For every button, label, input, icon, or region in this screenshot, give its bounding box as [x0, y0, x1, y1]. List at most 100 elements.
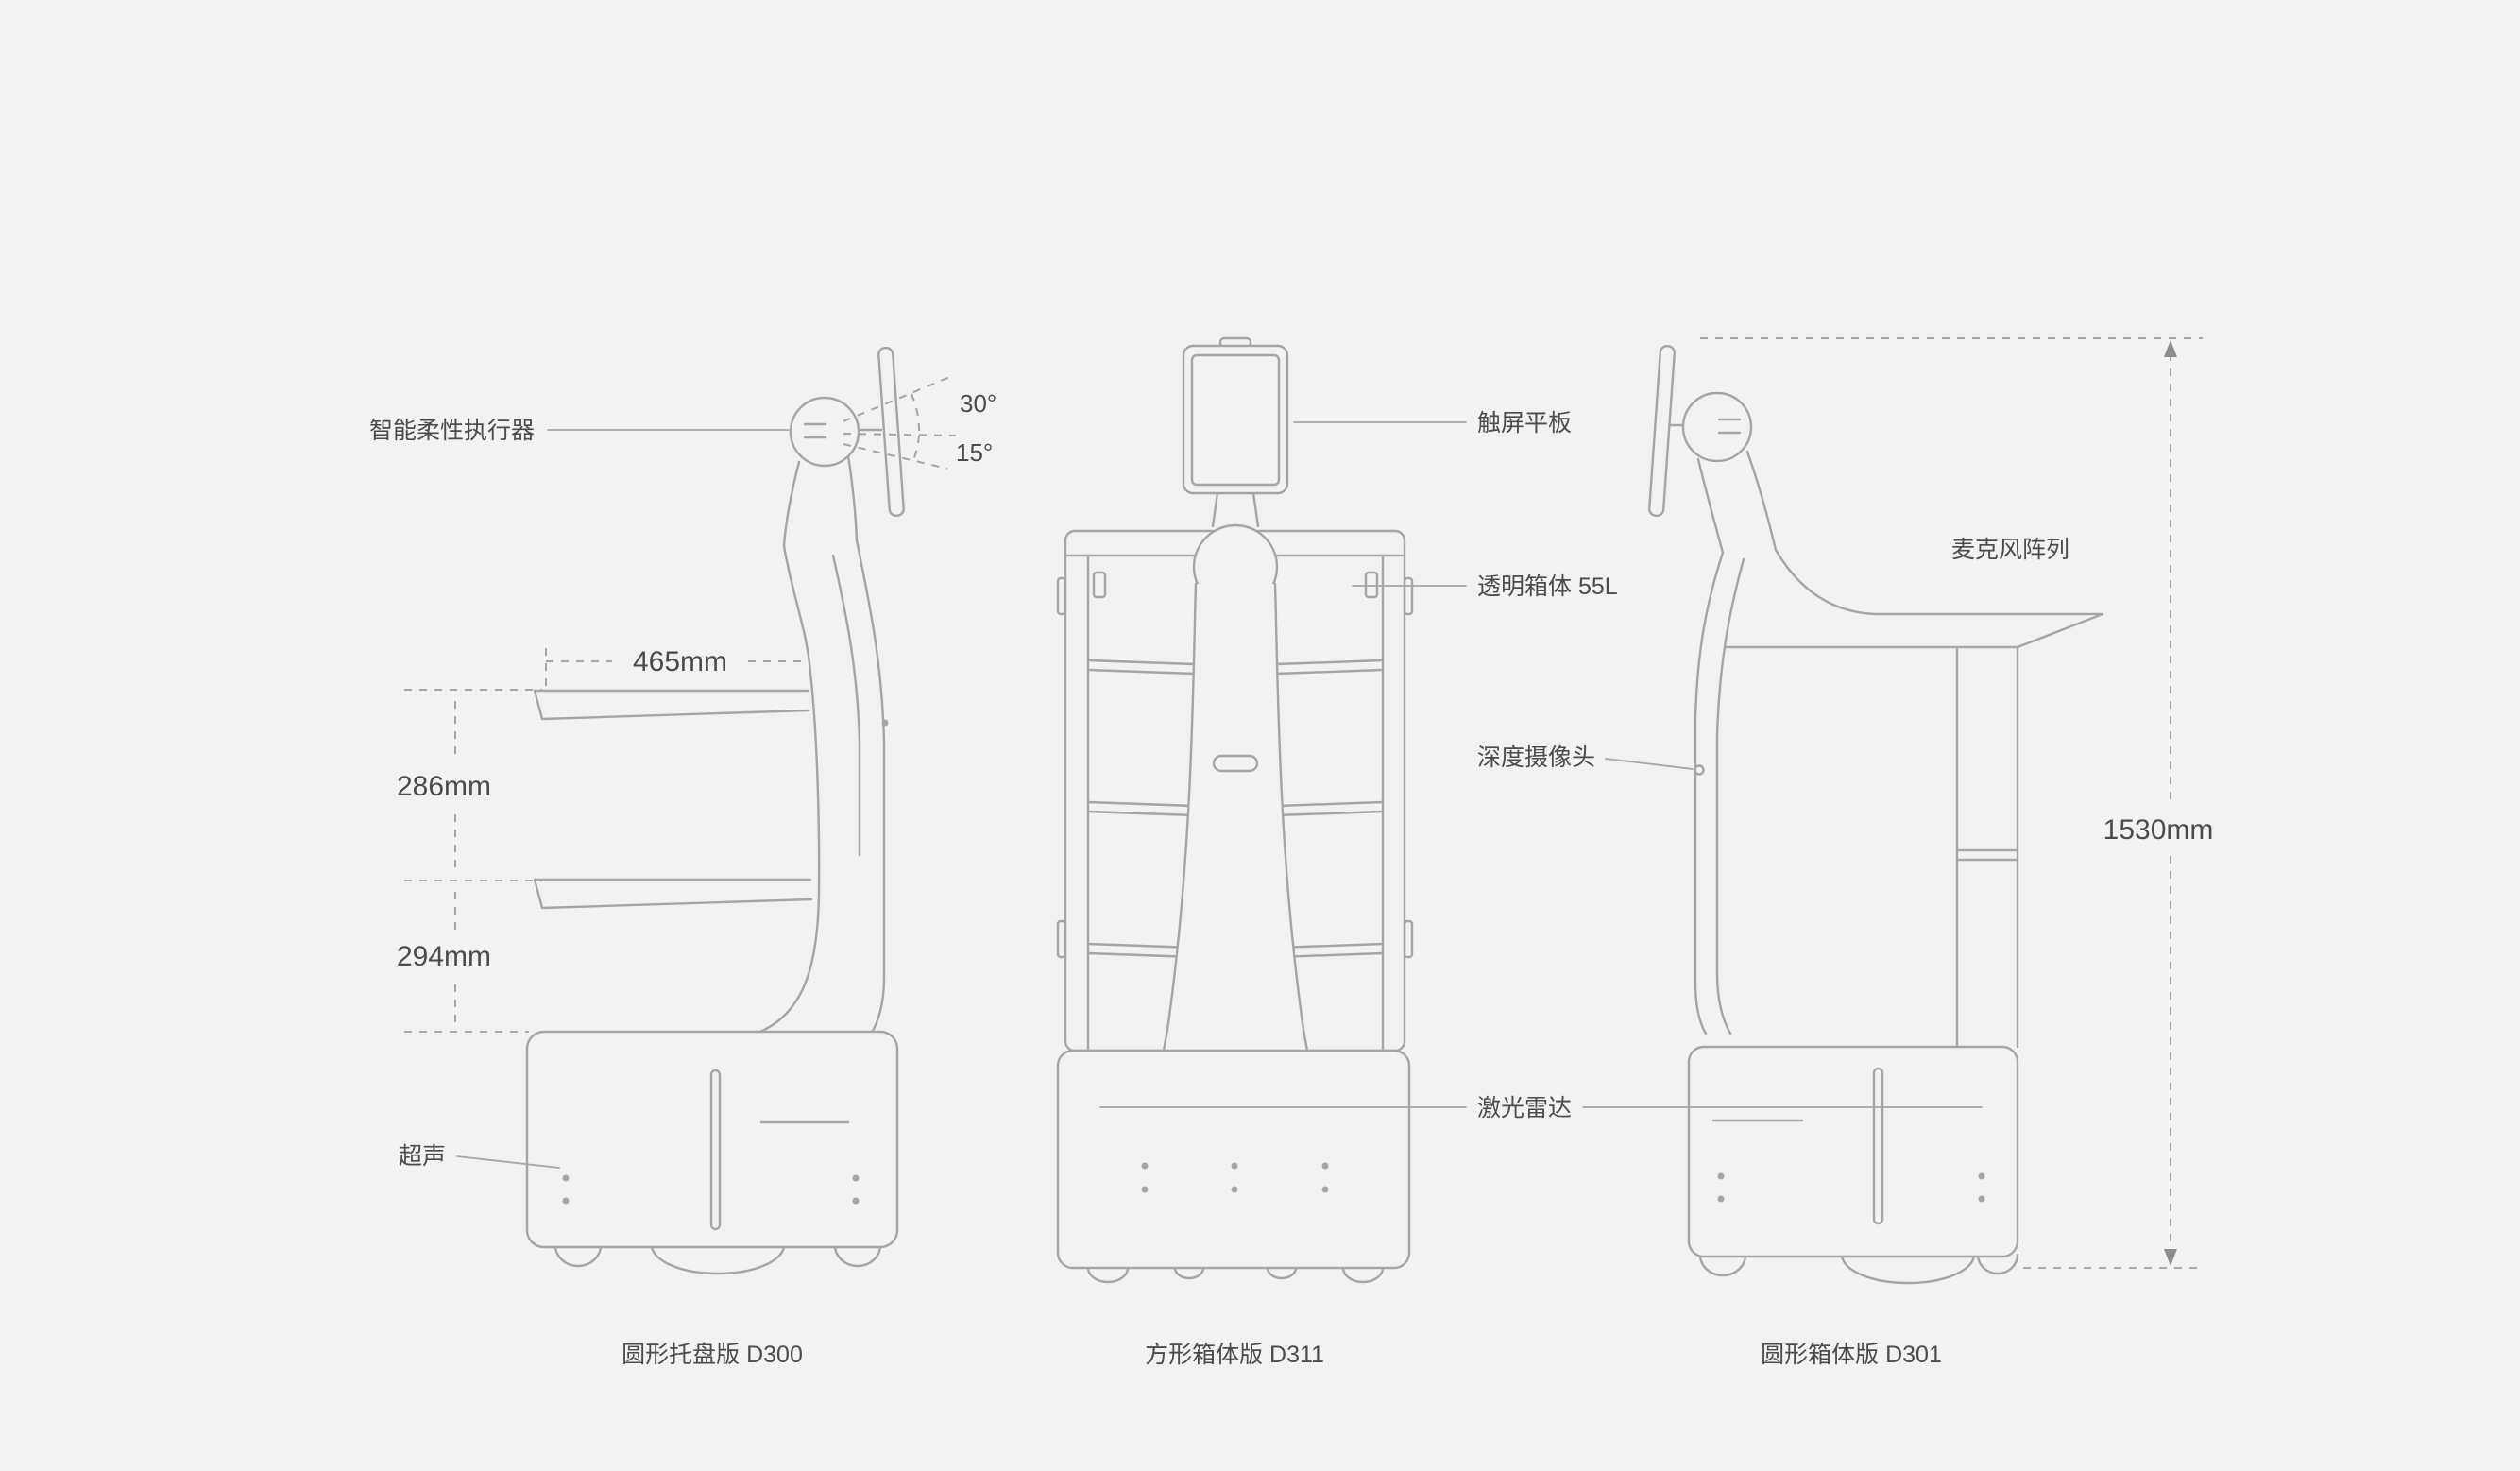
d300-tray-lower [533, 878, 813, 910]
d311-wheel [1266, 1266, 1298, 1280]
annotation-actuator: 智能柔性执行器 [369, 418, 790, 444]
tilt-30-line [843, 375, 953, 422]
d311-hinge [1403, 576, 1414, 616]
caption-d300: 圆形托盘版 D300 [621, 1342, 803, 1368]
dimension-height-1530: 1530mm [1700, 337, 2214, 1269]
d301-mast-right-edge [1745, 450, 1778, 552]
dim465-label: 465mm [633, 646, 727, 677]
d301-screen [1648, 345, 1676, 518]
d301-depth-camera [1694, 764, 1705, 776]
transparent-box-label: 透明箱体 55L [1477, 573, 1618, 600]
d300-pillar-inner-edge [831, 554, 861, 857]
d311-tablet [1182, 344, 1289, 495]
tilt-arc-lower [911, 435, 920, 464]
d311-ultrasonic-dot [1141, 1186, 1149, 1193]
d311-ultrasonic-dot [1141, 1162, 1149, 1170]
d300-joint-marks [803, 422, 827, 439]
d301-ultrasonic-dot [1978, 1195, 1985, 1203]
d300-drive-wheel [650, 1243, 786, 1275]
tilt-30-label: 30° [960, 389, 996, 418]
d300-mast-right-edge [846, 453, 859, 542]
annotation-depth-camera: 深度摄像头 [1477, 744, 1694, 771]
d311-lid-clip [1364, 571, 1379, 599]
robot-d311-drawing [1056, 336, 1414, 1284]
d311-shelf-row1 [1086, 659, 1385, 676]
d311-handle-slot [1212, 754, 1259, 773]
d300-base-slot [709, 1069, 722, 1231]
ultrasonic-leader-line [456, 1155, 560, 1169]
d311-base [1056, 1049, 1411, 1270]
d311-spine-right-edge [1273, 582, 1309, 1052]
d301-base [1687, 1045, 2019, 1258]
d311-spine-left-edge [1162, 582, 1198, 1052]
d300-mast-left-edge [782, 460, 801, 548]
lidar-label: 激光雷达 [1477, 1095, 1572, 1121]
d301-pillar-fill [1695, 553, 1744, 1047]
d301-joint-marks [1717, 418, 1742, 435]
d311-ultrasonic-dot [1321, 1186, 1329, 1193]
d311-ultrasonic-dot [1231, 1186, 1238, 1193]
depth-camera-leader-line [1605, 758, 1694, 770]
caption-d301: 圆形箱体版 D301 [1761, 1342, 1942, 1368]
d300-pillar-screw [881, 719, 889, 727]
d300-caster-rear [833, 1243, 882, 1268]
d311-ultrasonic-dot [1231, 1162, 1238, 1170]
d300-ultrasonic-dot [562, 1174, 570, 1182]
d300-ultrasonic-dot [852, 1197, 860, 1205]
d311-shelf-row3 [1086, 942, 1385, 959]
d301-base-slot [1872, 1067, 1884, 1225]
robot-d301-drawing [1648, 345, 2104, 1285]
annotation-screen-tilt: 30° 15° [843, 375, 996, 470]
tilt-15-line [843, 443, 948, 470]
d301-caster-rear [1976, 1253, 2019, 1275]
annotation-ultrasonic: 超声 [399, 1143, 560, 1170]
d311-shelf-row2 [1086, 800, 1385, 817]
d300-actuator-joint [789, 396, 860, 468]
d301-pillar-inner-edge [1715, 557, 1745, 1035]
d301-mast-left-edge [1696, 457, 1725, 555]
d311-tablet-mount [1211, 491, 1260, 528]
d300-pillar-back-edge [855, 539, 886, 1035]
annotation-touchscreen: 触屏平板 [1293, 410, 1572, 436]
d301-ultrasonic-dot [1978, 1172, 1985, 1180]
annotation-lidar: 激光雷达 [1099, 1095, 1983, 1121]
d311-wheel [1086, 1266, 1130, 1284]
caption-d311: 方形箱体版 D311 [1145, 1342, 1324, 1368]
d311-spine-fill [1164, 584, 1307, 1051]
d311-ultrasonic-dot [1321, 1162, 1329, 1170]
tilt-arc-upper [911, 393, 921, 436]
tilt-15-label: 15° [956, 438, 993, 467]
d300-caster-front [553, 1243, 603, 1268]
d311-lid-clip [1092, 571, 1107, 599]
d300-ultrasonic-dot [562, 1197, 570, 1205]
d311-hinge [1403, 919, 1414, 959]
d301-ultrasonic-dot [1717, 1195, 1725, 1203]
robot-d300-drawing [525, 346, 905, 1275]
d300-pillar-front-edge [754, 544, 821, 1035]
d301-caster-front [1698, 1253, 1747, 1277]
dim1530-label: 1530mm [2103, 814, 2214, 846]
dimension-tray-spacing: 286mm 294mm [397, 689, 542, 1033]
d311-hinge [1056, 576, 1067, 616]
d311-hinge [1056, 919, 1067, 959]
d300-ultrasonic-dot [852, 1174, 860, 1182]
dim294-label: 294mm [397, 941, 491, 972]
d300-tray-upper [533, 689, 810, 721]
actuator-label: 智能柔性执行器 [369, 418, 535, 444]
depth-camera-label: 深度摄像头 [1477, 744, 1595, 771]
d300-screen [877, 346, 905, 518]
dim1530-arrow-up [2164, 340, 2177, 357]
d311-wheel [1173, 1266, 1205, 1280]
dim286-label: 286mm [397, 771, 491, 802]
d301-box-shelf [1955, 848, 2019, 862]
dim1530-arrow-down [2164, 1249, 2177, 1266]
ultrasonic-label: 超声 [399, 1143, 446, 1170]
tilt-horizontal-line [843, 433, 957, 436]
d311-tablet-screen [1190, 353, 1281, 487]
d301-ultrasonic-dot [1717, 1172, 1725, 1180]
annotation-transparent-box: 透明箱体 55L [1352, 573, 1618, 600]
d301-drive-wheel [1840, 1253, 1976, 1285]
mic-array-label: 麦克风阵列 [1951, 537, 2069, 563]
d311-wheel [1341, 1266, 1385, 1284]
